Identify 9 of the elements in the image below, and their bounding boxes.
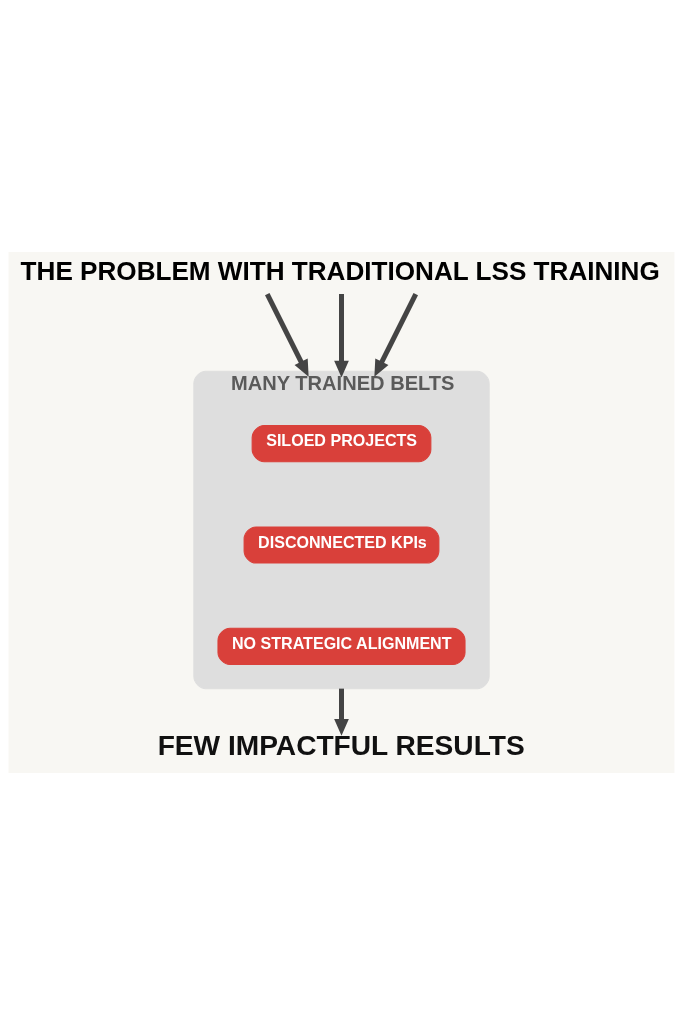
node-text: FEW IMPACTFUL RESULTS: [157, 729, 525, 761]
arrow: [374, 292, 419, 377]
node-box: DISCONNECTED KPIs: [243, 525, 440, 564]
arrow: [334, 688, 349, 736]
arrow: [334, 293, 349, 377]
arrow: [264, 292, 309, 377]
diagram-title: THE PROBLEM WITH TRADITIONAL LSS TRAINING: [20, 255, 660, 286]
node-box: SILOED PROJECTS: [251, 424, 432, 462]
node-box: NO STRATEGIC ALIGNMENT: [217, 627, 466, 665]
